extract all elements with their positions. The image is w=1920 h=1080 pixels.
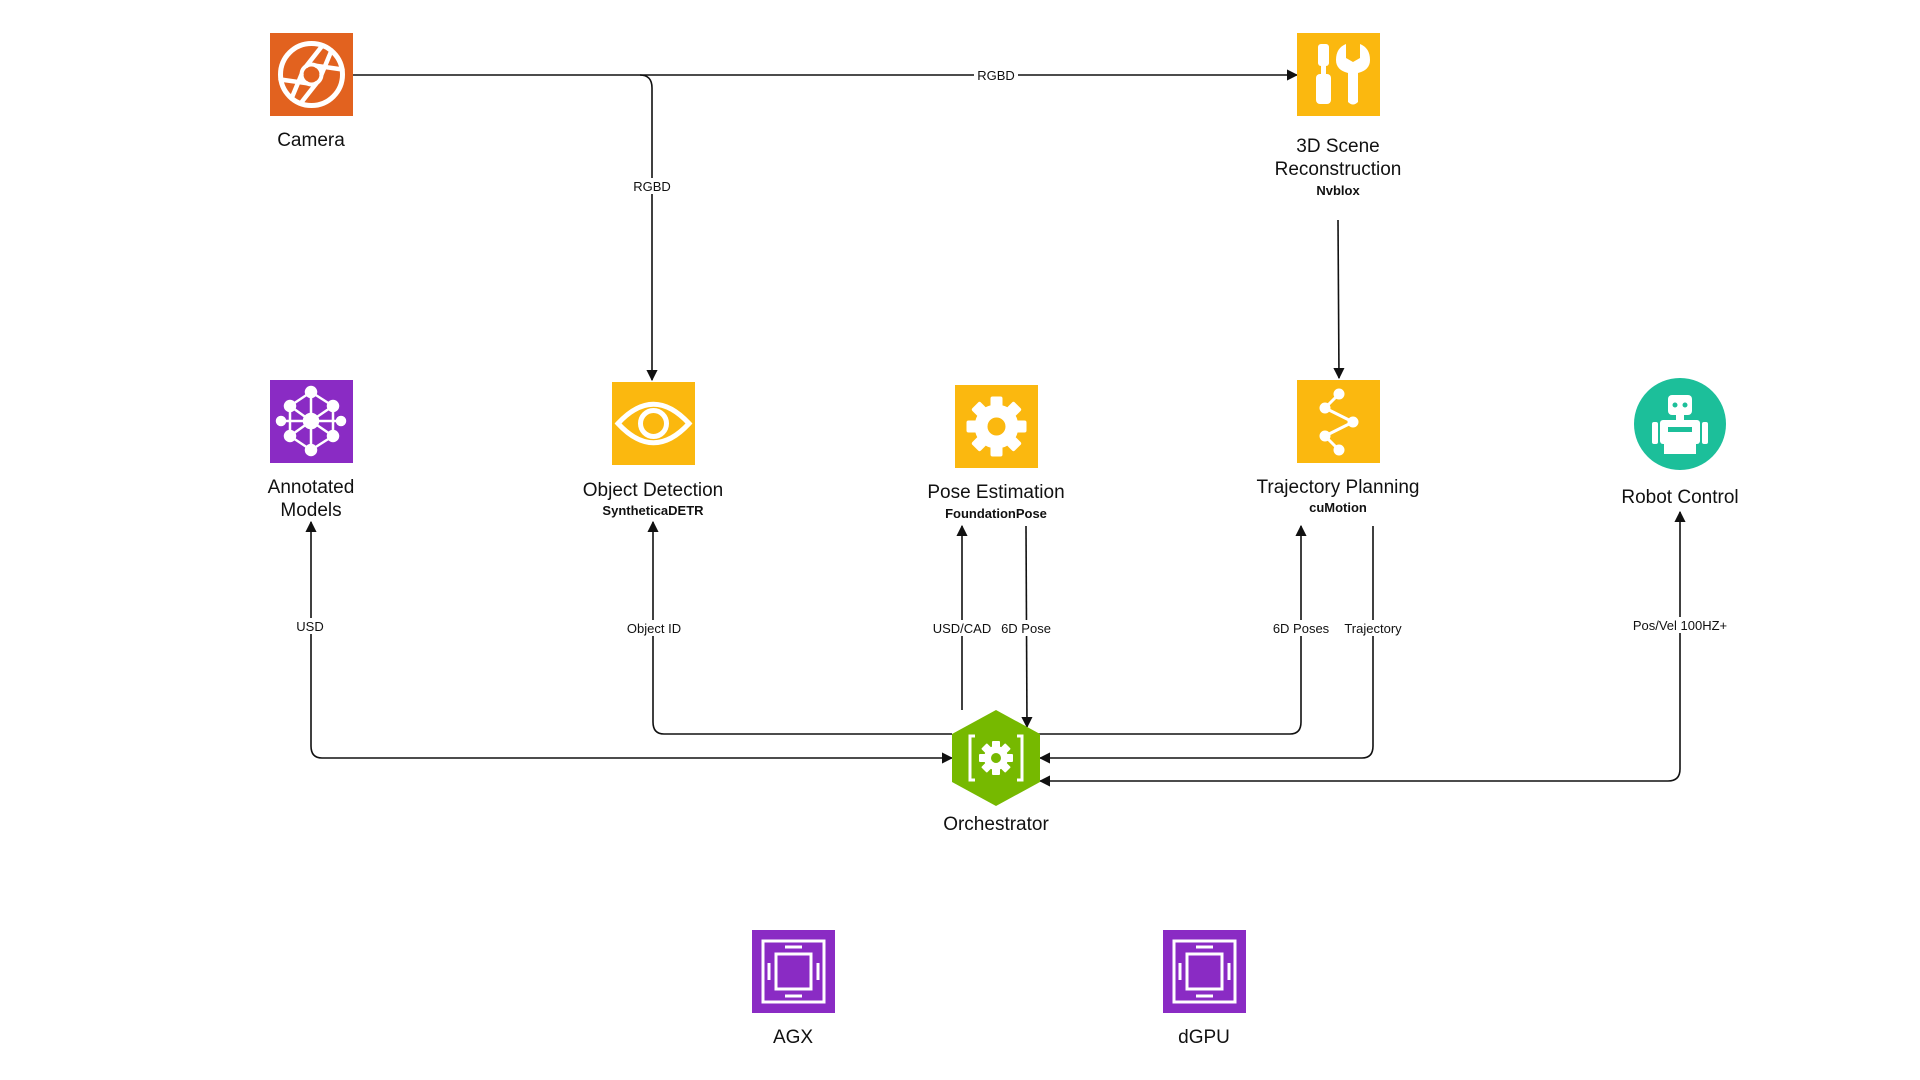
neural-network-icon	[275, 385, 347, 457]
pose-title: Pose Estimation	[927, 482, 1064, 503]
node-scene-reconstruction[interactable]: 3D Scene Reconstruction Nvblox	[1275, 33, 1402, 198]
node-object-detection[interactable]: Object Detection SyntheticaDETR	[583, 382, 723, 518]
detection-tile	[612, 382, 695, 465]
node-pose-estimation[interactable]: Pose Estimation FoundationPose	[927, 385, 1065, 521]
tools-icon	[1316, 44, 1370, 105]
edge-scene-trajectory	[1333, 219, 1345, 380]
gear-icon	[966, 396, 1027, 457]
edge-label-trajectory: Trajectory	[1344, 621, 1402, 636]
orchestrator-title: Orchestrator	[943, 814, 1049, 835]
edge-label-object-id: Object ID	[627, 621, 681, 636]
edge-orchestrator-detection	[647, 520, 952, 735]
orchestrator-gear-icon	[968, 734, 1024, 782]
edge-trajectory-orchestrator	[1038, 526, 1374, 764]
detection-subtitle: SyntheticaDETR	[602, 503, 704, 518]
dgpu-title: dGPU	[1178, 1027, 1230, 1048]
trajectory-subtitle: cuMotion	[1309, 500, 1367, 515]
node-trajectory-planning[interactable]: Trajectory Planning cuMotion	[1257, 380, 1420, 515]
detection-title: Object Detection	[583, 480, 723, 501]
eye-icon	[614, 401, 693, 446]
scene-title-line1: 3D Scene	[1296, 136, 1379, 157]
edge-labels: RGBD RGBD USD Object ID USD/CAD 6D Pose …	[292, 67, 1730, 636]
dgpu-tile	[1163, 930, 1246, 1013]
edge-label-usd-cad: USD/CAD	[933, 621, 992, 636]
node-camera[interactable]: Camera	[270, 33, 353, 151]
camera-aperture-icon	[278, 41, 345, 108]
scene-title-line2: Reconstruction	[1275, 159, 1402, 180]
edge-label-pos-vel: Pos/Vel 100HZ+	[1633, 618, 1727, 633]
robot-title: Robot Control	[1621, 487, 1738, 508]
scene-subtitle: Nvblox	[1316, 183, 1360, 198]
trajectory-title: Trajectory Planning	[1257, 477, 1420, 498]
edge-label-camera-scene: RGBD	[977, 68, 1015, 83]
edge-label-usd: USD	[296, 619, 323, 634]
pose-subtitle: FoundationPose	[945, 506, 1047, 521]
node-annotated-models[interactable]: Annotated Models	[268, 380, 355, 521]
models-title-line1: Annotated	[268, 477, 355, 498]
edge-label-6d-pose: 6D Pose	[1001, 621, 1051, 636]
path-icon	[1319, 388, 1359, 456]
models-title-line2: Models	[280, 500, 341, 521]
scene-tile	[1297, 33, 1380, 116]
node-robot-control[interactable]: Robot Control	[1621, 378, 1739, 508]
edge-label-6d-poses: 6D Poses	[1273, 621, 1330, 636]
node-orchestrator[interactable]: Orchestrator	[943, 710, 1049, 835]
chip-icon	[761, 939, 826, 1004]
edge-label-camera-detection: RGBD	[633, 179, 671, 194]
agx-title: AGX	[773, 1027, 813, 1048]
robot-icon	[1652, 395, 1708, 454]
edges	[305, 69, 1686, 787]
edge-camera-detection	[639, 74, 658, 382]
agx-tile	[752, 930, 835, 1013]
edge-orchestrator-models	[305, 520, 954, 764]
camera-tile	[270, 33, 353, 116]
camera-title: Camera	[277, 130, 345, 151]
node-dgpu[interactable]: dGPU	[1163, 930, 1246, 1048]
edge-orchestrator-robot	[1038, 510, 1686, 787]
node-agx[interactable]: AGX	[752, 930, 835, 1048]
chip-icon	[1172, 939, 1237, 1004]
edge-orchestrator-trajectory	[1038, 524, 1307, 735]
